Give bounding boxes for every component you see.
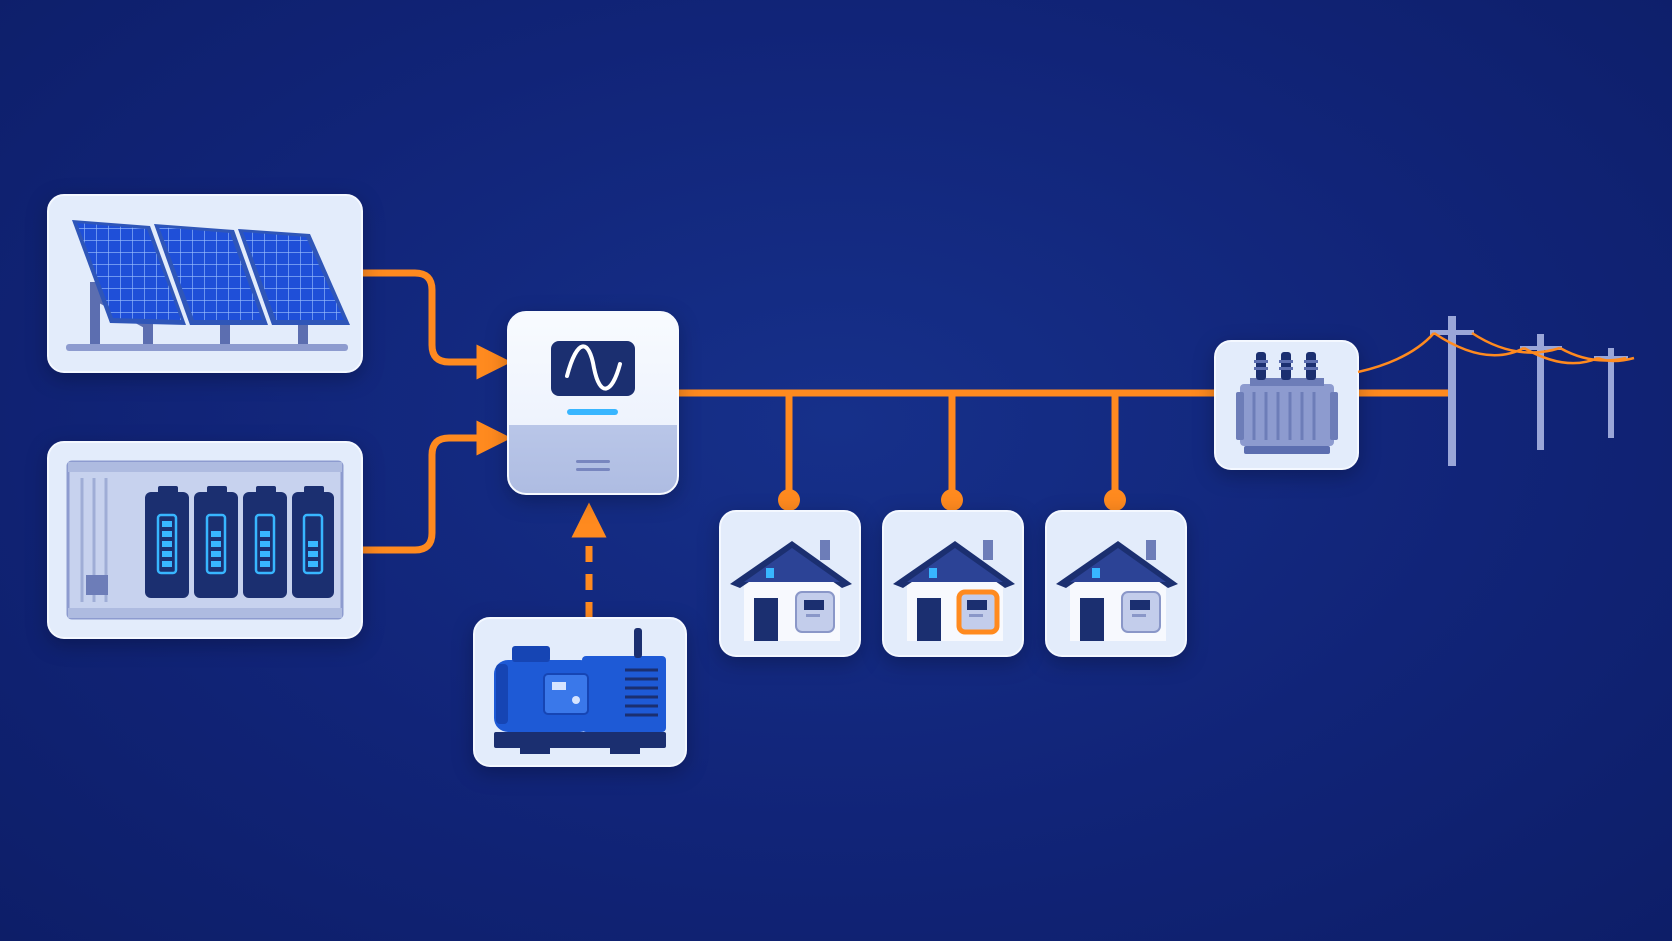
house-with-meter-icon bbox=[730, 540, 852, 641]
solar-panel-icon bbox=[66, 220, 350, 351]
inverter-card bbox=[507, 311, 679, 495]
house-with-highlighted-meter-icon bbox=[893, 540, 1015, 641]
battery-cells bbox=[145, 486, 334, 598]
battery-storage-card bbox=[47, 441, 363, 639]
utility-pole-icon bbox=[1430, 316, 1628, 466]
inverter-sine-wave-icon bbox=[551, 341, 635, 471]
edge-solar-to-inverter bbox=[358, 269, 512, 380]
generator-card bbox=[473, 617, 687, 767]
junction-dot bbox=[941, 489, 963, 511]
junction-dot bbox=[1104, 489, 1126, 511]
transformer-icon bbox=[1236, 352, 1338, 454]
junction-dots bbox=[778, 489, 1126, 511]
transformer-card bbox=[1214, 340, 1359, 470]
house-3-card bbox=[1045, 510, 1187, 657]
connections bbox=[358, 269, 1454, 618]
junction-dot bbox=[778, 489, 800, 511]
house-with-meter-icon bbox=[1056, 540, 1178, 641]
power-lines bbox=[1357, 316, 1635, 466]
solar-array-card bbox=[47, 194, 363, 373]
battery-container-icon bbox=[66, 460, 344, 620]
house-2-card bbox=[882, 510, 1024, 657]
edge-battery-to-inverter bbox=[358, 420, 512, 554]
highlighted-meter-icon bbox=[956, 589, 1000, 635]
house-1-card bbox=[719, 510, 861, 657]
power-wires bbox=[1357, 331, 1635, 374]
generator-icon bbox=[494, 628, 666, 754]
